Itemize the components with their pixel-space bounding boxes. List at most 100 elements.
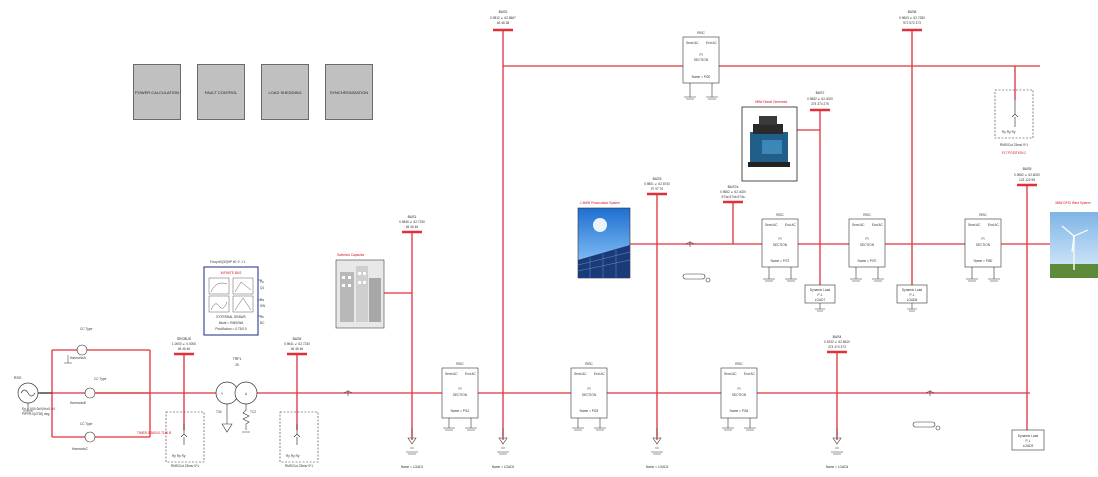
- svg-text:Name = PI72: Name = PI72: [771, 259, 790, 263]
- control-panel[interactable]: Freq=60(30)HP 60 1* 1 1 INFINITE BUS EXT…: [203, 260, 265, 336]
- svg-text:CC Type: CC Type: [80, 422, 93, 426]
- load-3[interactable]: Name = LOAD3: [646, 428, 669, 469]
- svg-text:RISC: RISC: [697, 31, 705, 35]
- svg-text:LOAD9: LOAD9: [1023, 444, 1034, 448]
- svg-text:T30: T30: [216, 410, 222, 414]
- svg-text:0.9652 ∠ 62.4020: 0.9652 ∠ 62.4020: [720, 190, 746, 194]
- svg-text:RISC: RISC: [863, 213, 871, 217]
- svg-text:BUS9: BUS9: [1023, 167, 1032, 171]
- svg-text:5MW Diesel Generator: 5MW Diesel Generator: [755, 100, 788, 104]
- svg-text:RMS/Cut 23ms/ 0*1: RMS/Cut 23ms/ 0*1: [171, 464, 199, 468]
- load-4[interactable]: Name = LOAD4: [826, 428, 849, 469]
- dynamic-load-8[interactable]: Dynamic Load P-L LOAD8: [896, 284, 928, 312]
- svg-text:Name = PI12: Name = PI12: [451, 409, 470, 413]
- harmonic-source-a: CC Type HarmonicA: [64, 327, 93, 364]
- svg-text:0.9641 ∠ 62.7230: 0.9641 ∠ 62.7230: [284, 342, 310, 346]
- svg-text:P-L: P-L: [1026, 439, 1031, 443]
- solar-pv-system[interactable]: 1.5MW Photovoltaic System: [577, 201, 631, 279]
- svg-text:Ry Ry Ry: Ry Ry Ry: [286, 454, 300, 458]
- svg-text:EXTERNAL DRAWS: EXTERNAL DRAWS: [216, 315, 245, 319]
- svg-text:123 123 98: 123 123 98: [1019, 178, 1035, 182]
- svg-text:46 46 46: 46 46 46: [178, 347, 191, 351]
- control-panel-side-labels: Po Q1 Pa SW Vo BC: [260, 280, 265, 325]
- svg-text:1.5MW Photovoltaic System: 1.5MW Photovoltaic System: [580, 201, 620, 205]
- svg-text:Send AC: Send AC: [968, 223, 981, 227]
- svg-text:572 572 373: 572 572 373: [903, 21, 921, 25]
- svg-text:374 374 275: 374 374 275: [811, 102, 829, 106]
- svg-text:TRF1: TRF1: [233, 357, 242, 361]
- power-calculation-button[interactable]: POWER CALCULATION: [133, 64, 181, 120]
- svg-text:RISC: RISC: [979, 213, 987, 217]
- svg-text:End AC: End AC: [594, 372, 606, 376]
- svg-text:25: 25: [235, 363, 239, 367]
- svg-text:BC: BC: [260, 321, 265, 325]
- infinite-source[interactable]: RSO Es = 1(50.0kV)/Hz/1 kV Ph = 0.0(4730…: [14, 376, 56, 416]
- load-shedding-button[interactable]: LOAD SHEDDING: [261, 64, 309, 120]
- load-2[interactable]: Name = LOAD2: [492, 428, 515, 469]
- dynamic-load-9[interactable]: Dynamic Load P-L LOAD9: [1011, 429, 1045, 451]
- switched-capacitor[interactable]: Switched Capacitor: [335, 253, 385, 329]
- meter-srcbus[interactable]: Ry Ry Ry RMS/Cut 23ms/ 0*1: [165, 411, 205, 468]
- svg-text:Dynamic Load: Dynamic Load: [810, 288, 831, 292]
- svg-text:HarmonicC: HarmonicC: [72, 447, 89, 451]
- svg-text:End AC: End AC: [785, 223, 797, 227]
- svg-text:0.9846 ∠ 62.7230: 0.9846 ∠ 62.7230: [399, 220, 425, 224]
- svg-text:Name = PI23: Name = PI23: [580, 409, 599, 413]
- svg-text:RSO: RSO: [14, 376, 22, 380]
- svg-text:PI: PI: [699, 53, 702, 57]
- svg-text:BUS1: BUS1: [408, 215, 417, 219]
- svg-text:Name = LOAD4: Name = LOAD4: [826, 465, 849, 469]
- synchronization-button[interactable]: SYNCHRONIZATION: [325, 64, 373, 120]
- diesel-generator[interactable]: 5MW Diesel Generator: [741, 100, 798, 182]
- svg-text:Vo: Vo: [260, 315, 264, 319]
- svg-text:Name = PI34: Name = PI34: [730, 409, 749, 413]
- svg-text:Ry Ry Ry: Ry Ry Ry: [172, 454, 186, 458]
- svg-text:HarmonicB: HarmonicB: [70, 401, 86, 405]
- svg-text:97 97 76: 97 97 76: [651, 187, 664, 191]
- dynamic-load-7[interactable]: Dynamic Load P-L LOAD7: [804, 284, 836, 312]
- svg-text:Pa: Pa: [260, 298, 264, 302]
- breaker-2: [685, 241, 695, 247]
- svg-text:Switched Capacitor: Switched Capacitor: [337, 253, 365, 257]
- svg-text:Name = PI20: Name = PI20: [692, 75, 711, 79]
- svg-text:PI: PI: [981, 237, 984, 241]
- svg-text:Post/Action = 0.73/0.0: Post/Action = 0.73/0.0: [215, 327, 247, 331]
- svg-text:Name = LOAD2: Name = LOAD2: [492, 465, 515, 469]
- svg-text:Dynamic Load: Dynamic Load: [1018, 434, 1039, 438]
- svg-text:HarmonicA: HarmonicA: [70, 356, 87, 360]
- svg-text:End AC: End AC: [465, 372, 477, 376]
- svg-text:LOAD7: LOAD7: [815, 298, 826, 302]
- load-1[interactable]: Name = LOAD1: [401, 428, 424, 469]
- breakers: [343, 241, 941, 431]
- svg-text:PI: PI: [737, 387, 740, 391]
- meter-bus5[interactable]: Ry Ry Ry RMS/Cut 23ms/ 0*1: [279, 411, 319, 468]
- svg-text:474 474 373: 474 474 373: [828, 345, 846, 349]
- svg-text:CC Type: CC Type: [94, 377, 107, 381]
- svg-text:Name = PI70: Name = PI70: [858, 259, 877, 263]
- svg-text:Send AC: Send AC: [765, 223, 778, 227]
- svg-text:Po: Po: [260, 280, 264, 284]
- svg-text:P-L: P-L: [910, 293, 915, 297]
- wind-turbine-system[interactable]: 3MW DFIG Wind System: [1050, 201, 1098, 278]
- fault-position-2[interactable]: Ry Ry Ry RMS/Cut 23ms/ 0*1 FLT POSITION …: [994, 89, 1034, 155]
- fault-control-button[interactable]: FAULT CONTROL: [197, 64, 245, 120]
- svg-text:End AC: End AC: [988, 223, 1000, 227]
- breaker-switch-1: [682, 273, 706, 280]
- svg-text:RISC: RISC: [456, 362, 464, 366]
- svg-text:CC Type: CC Type: [80, 327, 93, 331]
- svg-text:PI: PI: [587, 387, 590, 391]
